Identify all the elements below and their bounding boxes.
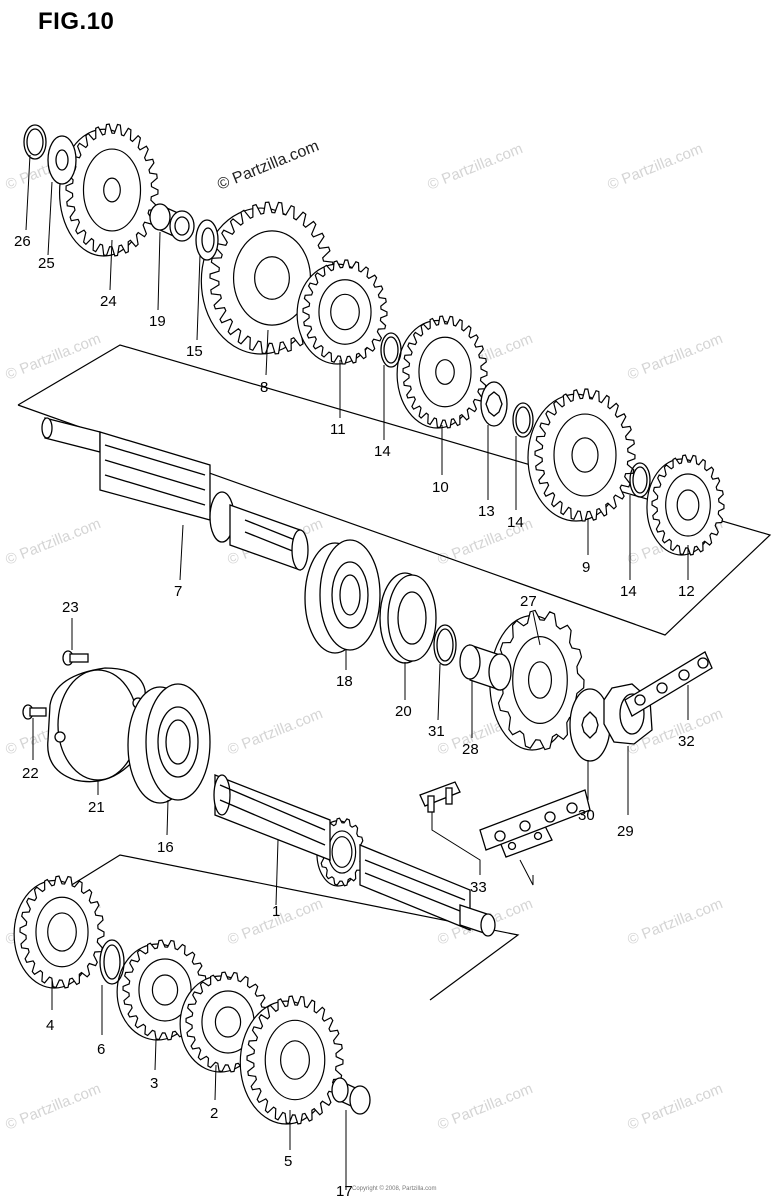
callout-33: 33 <box>470 879 487 896</box>
callout-14-lower: 14 <box>620 583 637 600</box>
part-washer-25 <box>47 135 77 185</box>
callout-24: 24 <box>100 293 117 310</box>
callout-28: 28 <box>462 741 479 758</box>
part-oil-seal-20 <box>379 572 437 664</box>
part-circlip-6 <box>99 939 125 985</box>
callout-6: 6 <box>97 1041 105 1058</box>
watermark: © Partzilla.com <box>225 705 325 759</box>
callout-12: 12 <box>678 583 695 600</box>
parts-layer <box>22 124 713 1115</box>
part-bushing-19 <box>149 203 195 242</box>
part-gear-10 <box>396 315 488 429</box>
part-bearing-16 <box>127 683 211 804</box>
part-gear-11 <box>296 259 388 365</box>
callout-10: 10 <box>432 479 449 496</box>
callout-14-middle: 14 <box>507 514 524 531</box>
callout-7: 7 <box>174 583 182 600</box>
part-gear-9 <box>527 388 636 522</box>
part-bolt-22 <box>22 704 47 720</box>
callout-15: 15 <box>186 343 203 360</box>
callout-8: 8 <box>260 379 268 396</box>
callout-21: 21 <box>88 799 105 816</box>
part-gear-5 <box>239 995 344 1125</box>
part-circlip-14c <box>629 462 651 498</box>
callout-22: 22 <box>22 765 39 782</box>
part-o-ring-31 <box>433 624 457 666</box>
part-driveshaft-1 <box>213 774 496 937</box>
callout-3: 3 <box>150 1075 158 1092</box>
callout-20: 20 <box>395 703 412 720</box>
callout-25: 25 <box>38 255 55 272</box>
callout-26: 26 <box>14 233 31 250</box>
callout-23: 23 <box>62 599 79 616</box>
part-chain-32 <box>624 651 713 717</box>
part-circlip-14b <box>512 402 534 438</box>
callout-27: 27 <box>520 593 537 610</box>
watermark: © Partzilla.com <box>3 1080 103 1134</box>
leader-lines <box>25 154 689 1190</box>
part-gear-12 <box>646 454 725 556</box>
callout-18: 18 <box>336 673 353 690</box>
part-bearing-18 <box>304 539 381 654</box>
callout-31: 31 <box>428 723 445 740</box>
watermark: © Partzilla.com <box>625 330 725 384</box>
watermark: © Partzilla.com <box>435 1080 535 1134</box>
callout-2: 2 <box>210 1105 218 1122</box>
watermark: © Partzilla.com <box>3 515 103 569</box>
watermark: © Partzilla.com <box>425 140 525 194</box>
figure-title: FIG.10 <box>38 8 115 35</box>
watermark: © Partzilla.com <box>605 140 705 194</box>
part-gear-4 <box>13 875 105 989</box>
copyright-footer: Copyright © 2008, Partzilla.com <box>352 1185 436 1192</box>
callout-30: 30 <box>578 807 595 824</box>
part-washer-13 <box>480 381 508 427</box>
part-circlip-14a <box>380 332 402 368</box>
gear-layer <box>13 123 725 1125</box>
part-spacer-28 <box>459 644 512 691</box>
callout-11: 11 <box>330 421 346 438</box>
callout-13: 13 <box>478 503 495 520</box>
callout-29: 29 <box>617 823 634 840</box>
watermark: © Partzilla.com <box>625 1080 725 1134</box>
callout-14-upper: 14 <box>374 443 391 460</box>
countershaft-group-box <box>17 344 772 636</box>
callout-5: 5 <box>284 1153 292 1170</box>
watermark: © Partzilla.com <box>3 330 103 384</box>
part-gear-2 <box>179 971 271 1073</box>
callout-4: 4 <box>46 1017 54 1034</box>
callout-32: 32 <box>678 733 695 750</box>
watermark: © Partzilla.com <box>625 895 725 949</box>
part-chain-joint-33 <box>419 781 591 858</box>
callout-16: 16 <box>157 839 174 856</box>
part-bolt-23 <box>62 650 89 666</box>
part-circlip-26 <box>23 124 47 160</box>
part-gear-24 <box>58 123 159 257</box>
callout-19: 19 <box>149 313 166 330</box>
callout-17: 17 <box>336 1183 353 1200</box>
callout-1: 1 <box>272 903 280 920</box>
callout-layer: 26 25 24 19 15 8 11 14 10 13 14 9 14 12 … <box>14 233 695 1200</box>
watermark-main: © Partzilla.com <box>215 138 321 194</box>
callout-9: 9 <box>582 559 590 576</box>
part-bushing-17 <box>331 1077 371 1115</box>
part-countershaft-7 <box>41 417 309 571</box>
part-washer-15 <box>195 219 219 261</box>
part-sprocket-27 <box>489 609 585 751</box>
